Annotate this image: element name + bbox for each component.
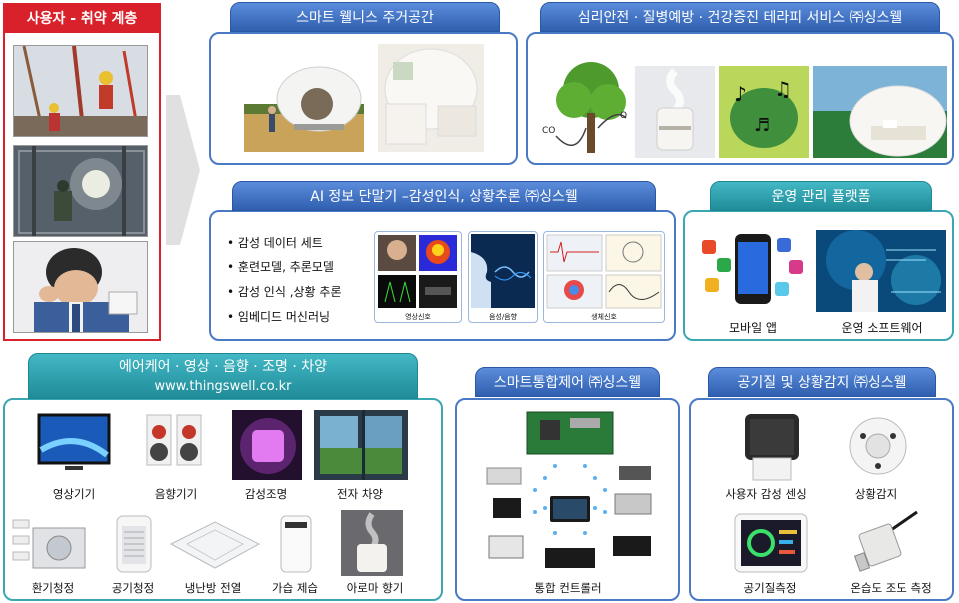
speaker-illustration <box>145 410 205 480</box>
ai-bullet-2: • 훈련모델, 추론모델 <box>227 260 334 274</box>
ai-terminal-title: AI 정보 단말기 –감성인식, 상황추론 ㈜싱스웰 <box>232 181 656 211</box>
bio-signal-panel: 생체신호 <box>543 231 665 323</box>
pod-interior-photo <box>378 44 484 152</box>
flow-arrow <box>166 95 202 249</box>
air-quality-frame: 사용자 감성 센싱 상황감지 공기질측정 온습도 조도 측정 <box>689 398 954 601</box>
stressed-worker-photo <box>13 241 148 333</box>
air-purifier-illustration <box>111 512 157 574</box>
dehumidifier-illustration <box>273 512 319 574</box>
item-humidity-control: 가습 제습 <box>272 581 318 595</box>
welder-photo <box>13 145 148 237</box>
co2-label: CO <box>542 126 555 136</box>
item-situation-detection: 상황감지 <box>854 487 898 501</box>
item-mood-light: 감성조명 <box>244 487 288 501</box>
item-air-quality-measure: 공기질측정 <box>743 581 797 595</box>
situation-sensor-device <box>847 410 909 482</box>
therapy-frame: CO O ♪ ♫ ♬ <box>526 32 954 165</box>
o2-label: O <box>620 111 627 121</box>
user-panel-title: 사용자 - 취약 계층 <box>5 5 159 33</box>
operation-software-label: 운영 소프트웨어 <box>841 321 923 335</box>
mobile-app-label: 모바일 앱 <box>729 321 777 335</box>
svg-text:♬: ♬ <box>754 115 770 136</box>
integrated-controller-label: 통합 컨트롤러 <box>534 581 602 595</box>
svg-text:♫: ♫ <box>774 77 792 101</box>
therapy-title: 심리안전 · 질병예방 · 건강증진 테라피 서비스 ㈜싱스웰 <box>540 2 940 32</box>
aroma-diffuser-photo <box>341 510 403 576</box>
platform-frame: 모바일 앱 운영 소프트웨어 <box>683 210 954 341</box>
mobile-app-illustration <box>697 230 807 310</box>
electronic-blind-photo <box>314 410 408 480</box>
integrated-control-frame: 통합 컨트롤러 <box>455 398 680 601</box>
item-electronic-blind: 전자 차양 <box>337 487 383 501</box>
aircare-title: 에어케어 · 영상 · 음향 · 조명 · 차양 <box>119 359 327 375</box>
platform-title: 운영 관리 플랫폼 <box>710 181 932 211</box>
air-quality-title: 공기질 및 상황감지 ㈜싱스웰 <box>708 367 936 397</box>
construction-worker-photo <box>13 45 148 137</box>
item-temp-humidity-light: 온습도 조도 측정 <box>850 581 932 595</box>
controller-network-illustration <box>485 408 655 576</box>
temp-humidity-sensor <box>851 510 921 576</box>
aircare-frame: 영상기기 음향기기 감성조명 전자 차양 <box>3 398 443 601</box>
operation-software-photo <box>816 230 946 312</box>
ai-terminal-frame: • 감성 데이터 세트 • 훈련모델, 추론모델 • 감성 인식 ,상황 추론 … <box>209 210 676 341</box>
pod-bedroom-photo <box>813 66 947 158</box>
emotion-sensing-device <box>741 410 803 482</box>
item-audio-device: 음향기기 <box>154 487 198 501</box>
smart-wellness-title: 스마트 웰니스 주거공간 <box>230 2 500 32</box>
aircare-title-tab: 에어케어 · 영상 · 음향 · 조명 · 차양 www.thingswell.… <box>28 353 418 399</box>
ventilation-unit-illustration <box>11 510 103 576</box>
item-aroma: 아로마 향기 <box>346 581 404 595</box>
vision-signal-label: 영상신호 <box>405 313 431 321</box>
music-brain-illustration: ♪ ♫ ♬ <box>719 66 809 158</box>
humidifier-photo <box>635 66 715 158</box>
tv-illustration <box>35 410 113 480</box>
vision-signal-panel: 영상신호 <box>374 231 462 323</box>
ai-bullet-4: • 임베디드 머신러닝 <box>227 310 331 324</box>
item-heating-cooling: 냉난방 전열 <box>184 581 242 595</box>
air-quality-meter <box>731 510 811 576</box>
user-panel: 사용자 - 취약 계층 <box>3 3 161 341</box>
tree-co2-o2-illustration: CO O <box>536 58 632 158</box>
voice-signal-panel: 음성/음향 <box>468 231 538 323</box>
smart-wellness-frame <box>209 32 518 165</box>
pod-house-photo <box>244 44 364 152</box>
heating-mat-illustration <box>167 514 261 572</box>
ai-bullet-3: • 감성 인식 ,상황 추론 <box>227 285 342 299</box>
mood-light-photo <box>232 410 302 480</box>
integrated-control-title: 스마트통합제어 ㈜싱스웰 <box>475 367 660 397</box>
item-emotion-sensing: 사용자 감성 센싱 <box>725 487 807 501</box>
ai-bullet-1: • 감성 데이터 세트 <box>227 236 323 250</box>
item-ventilation: 환기청정 <box>31 581 75 595</box>
aircare-url[interactable]: www.thingswell.co.kr <box>154 379 292 394</box>
bio-signal-label: 생체신호 <box>591 313 617 321</box>
voice-signal-label: 음성/음향 <box>488 313 518 321</box>
item-air-purifier: 공기청정 <box>111 581 155 595</box>
item-video-device: 영상기기 <box>52 487 96 501</box>
svg-text:♪: ♪ <box>734 82 747 106</box>
